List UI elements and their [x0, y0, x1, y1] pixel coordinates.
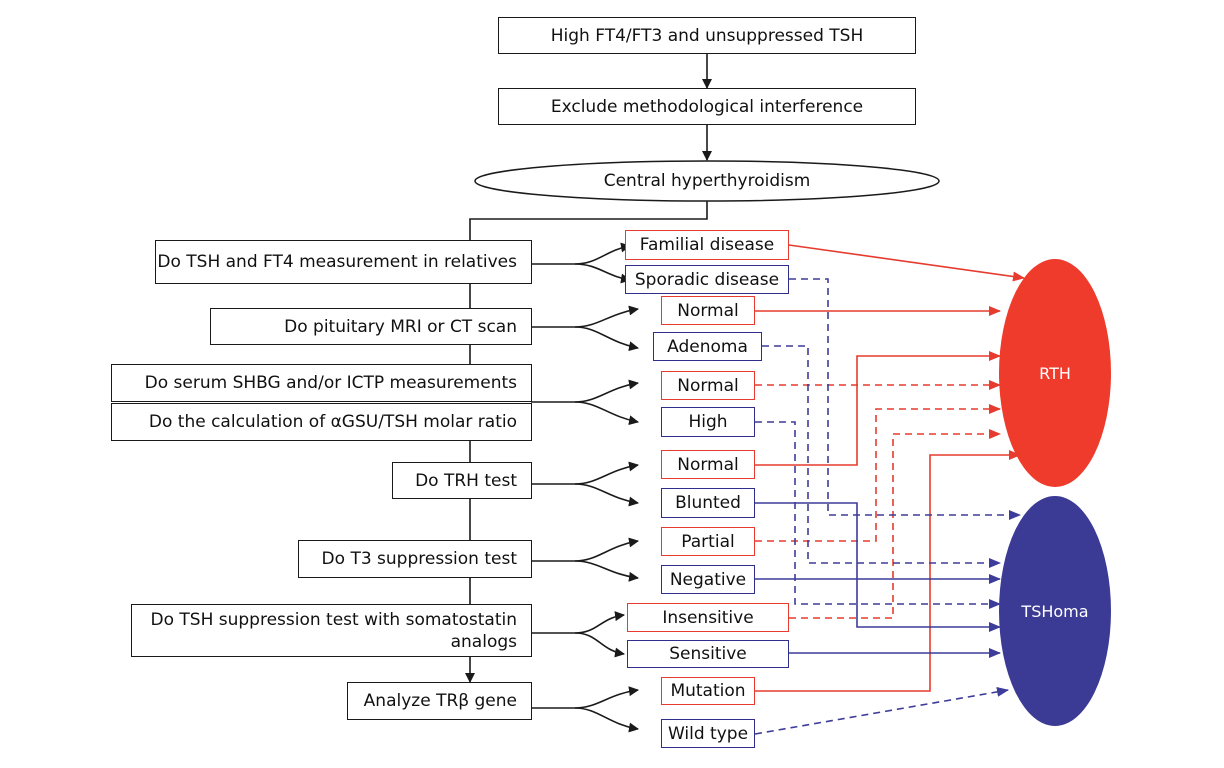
result-blunted: Blunted [661, 488, 755, 518]
result-insensitive: Insensitive [627, 603, 789, 632]
result-partial: Partial [661, 527, 755, 556]
result-wild-type: Wild type [661, 719, 755, 748]
result-familial-disease: Familial disease [625, 230, 789, 260]
central-hyperthyroidism-label: Central hyperthyroidism [603, 171, 811, 191]
central-hyperthyroidism-node: Central hyperthyroidism [474, 160, 940, 202]
test-t3-suppression: Do T3 suppression test [298, 540, 532, 578]
tshoma-ellipse [999, 496, 1111, 726]
test-somatostatin-line2: analogs [450, 631, 517, 652]
tshoma-connectors [754, 278, 1021, 735]
step-high-ft4-ft3: High FT4/FT3 and unsuppressed TSH [498, 17, 916, 54]
test-pituitary-mri: Do pituitary MRI or CT scan [210, 308, 532, 345]
tshoma-label: TSHoma [1021, 601, 1089, 621]
test-trb-gene: Analyze TRβ gene [347, 682, 532, 720]
rth-label: RTH [1039, 363, 1071, 383]
test-somatostatin: Do TSH suppression test with somatostati… [131, 604, 532, 657]
result-trh-normal: Normal [661, 450, 755, 479]
result-high: High [661, 407, 755, 437]
rth-ellipse [999, 259, 1111, 487]
result-mri-normal: Normal [661, 296, 755, 325]
step-exclude-interference: Exclude methodological interference [498, 88, 916, 125]
main-flow-lines [465, 54, 712, 733]
result-adenoma: Adenoma [653, 332, 762, 361]
test-trh: Do TRH test [392, 462, 532, 499]
rth-connectors [755, 244, 1025, 692]
test-somatostatin-line1: Do TSH suppression test with somatostati… [150, 609, 518, 630]
result-mutation: Mutation [661, 677, 755, 705]
central-hyperthyroidism-outline [474, 160, 940, 202]
test-shbg-ictp: Do serum SHBG and/or ICTP measurements [111, 364, 532, 402]
result-negative: Negative [661, 565, 755, 594]
test-agsu-ratio: Do the calculation of αGSU/TSH molar rat… [111, 403, 532, 441]
test-relatives: Do TSH and FT4 measurement in relatives [155, 240, 532, 284]
result-sensitive: Sensitive [627, 640, 789, 668]
result-shbg-normal: Normal [661, 371, 755, 400]
result-sporadic-disease: Sporadic disease [625, 265, 789, 294]
